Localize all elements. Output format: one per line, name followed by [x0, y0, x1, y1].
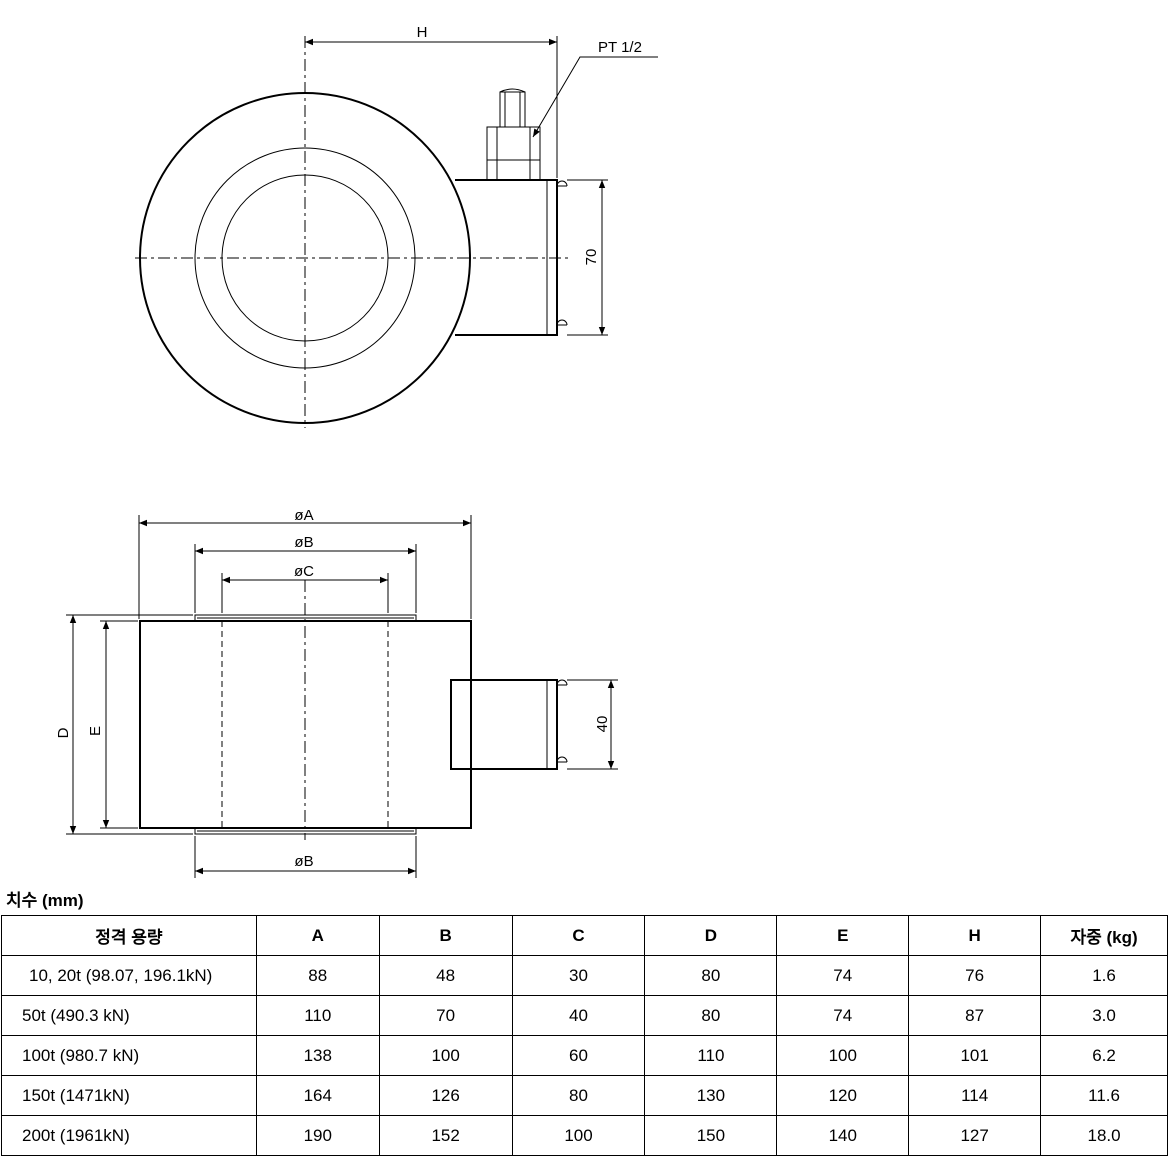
port-label: PT 1/2: [598, 39, 642, 56]
cable-gland: [486, 88, 541, 180]
table-cell: 10, 20t (98.07, 196.1kN): [1, 955, 257, 996]
table-row: 50t (490.3 kN) 110 70 40 80 74 87 3.0: [1, 995, 1168, 1036]
side-connector: [450, 679, 558, 770]
table-cell: 100: [776, 1035, 910, 1076]
port-leader: [532, 56, 658, 138]
table-cell: 80: [511, 1075, 646, 1116]
table-cell: 150: [644, 1115, 778, 1156]
screw-bottom: [556, 319, 568, 326]
header-d: D: [644, 915, 778, 956]
table-cell: 11.6: [1040, 1075, 1168, 1116]
table-cell: 130: [644, 1075, 778, 1116]
top-view: H PT 1/2 70: [135, 24, 658, 428]
d-label: D: [55, 727, 72, 738]
table-cell: 1.6: [1040, 955, 1168, 996]
table-cell: 87: [908, 995, 1042, 1036]
table-cell: 138: [255, 1035, 380, 1076]
table-cell: 152: [378, 1115, 513, 1156]
side-screw-top: [556, 679, 568, 686]
table-cell: 88: [255, 955, 380, 996]
table-cell: 100t (980.7 kN): [1, 1035, 257, 1076]
screw-top: [556, 180, 568, 187]
technical-drawing: H PT 1/2 70: [55, 24, 658, 878]
table-cell: 80: [644, 995, 778, 1036]
header-c: C: [511, 915, 646, 956]
side-connector-height-label: 40: [594, 716, 611, 733]
table-cell: 30: [511, 955, 646, 996]
header-weight: 자중 (kg): [1040, 915, 1168, 956]
table-cell: 100: [378, 1035, 513, 1076]
header-a: A: [255, 915, 380, 956]
c-label: øC: [294, 563, 314, 580]
header-h: H: [908, 915, 1042, 956]
table-cell: 70: [378, 995, 513, 1036]
table-cell: 74: [776, 955, 910, 996]
b-label: øB: [294, 534, 313, 551]
table-row: 150t (1471kN) 164 126 80 130 120 114 11.…: [1, 1075, 1168, 1116]
table-cell: 80: [644, 955, 778, 996]
table-cell: 120: [776, 1075, 910, 1116]
table-cell: 114: [908, 1075, 1042, 1116]
a-label: øA: [294, 507, 313, 524]
table-cell: 110: [255, 995, 380, 1036]
side-screw-bottom: [556, 756, 568, 763]
table-cell: 150t (1471kN): [1, 1075, 257, 1116]
table-cell: 101: [908, 1035, 1042, 1076]
table-cell: 126: [378, 1075, 513, 1116]
connector-height-label: 70: [583, 249, 600, 266]
connector-body: [455, 179, 558, 336]
table-cell: 127: [908, 1115, 1042, 1156]
table-row: 10, 20t (98.07, 196.1kN) 88 48 30 80 74 …: [1, 955, 1168, 996]
table-row: 200t (1961kN) 190 152 100 150 140 127 18…: [1, 1115, 1168, 1156]
table-cell: 190: [255, 1115, 380, 1156]
table-header-row: 정격 용량 A B C D E H 자중 (kg): [1, 915, 1168, 956]
table-cell: 40: [511, 995, 646, 1036]
side-view: øA øB øC øB D E 40: [55, 507, 618, 878]
table-cell: 60: [511, 1035, 646, 1076]
e-label: E: [87, 726, 104, 736]
header-e: E: [776, 915, 910, 956]
table-row: 100t (980.7 kN) 138 100 60 110 100 101 6…: [1, 1035, 1168, 1076]
table-cell: 48: [378, 955, 513, 996]
header-capacity: 정격 용량: [1, 915, 257, 956]
dimensions-section-title: 치수 (mm): [6, 891, 84, 910]
table-cell: 18.0: [1040, 1115, 1168, 1156]
dimensions-table: 정격 용량 A B C D E H 자중 (kg) 10, 20t (98.07…: [1, 915, 1168, 1156]
table-cell: 164: [255, 1075, 380, 1116]
table-cell: 3.0: [1040, 995, 1168, 1036]
table-cell: 100: [511, 1115, 646, 1156]
table-cell: 110: [644, 1035, 778, 1076]
table-cell: 74: [776, 995, 910, 1036]
table-cell: 140: [776, 1115, 910, 1156]
h-label: H: [417, 24, 428, 41]
table-cell: 6.2: [1040, 1035, 1168, 1076]
table-cell: 76: [908, 955, 1042, 996]
table-cell: 200t (1961kN): [1, 1115, 257, 1156]
table-cell: 50t (490.3 kN): [1, 995, 257, 1036]
b-bottom-label: øB: [294, 853, 313, 870]
header-b: B: [378, 915, 513, 956]
